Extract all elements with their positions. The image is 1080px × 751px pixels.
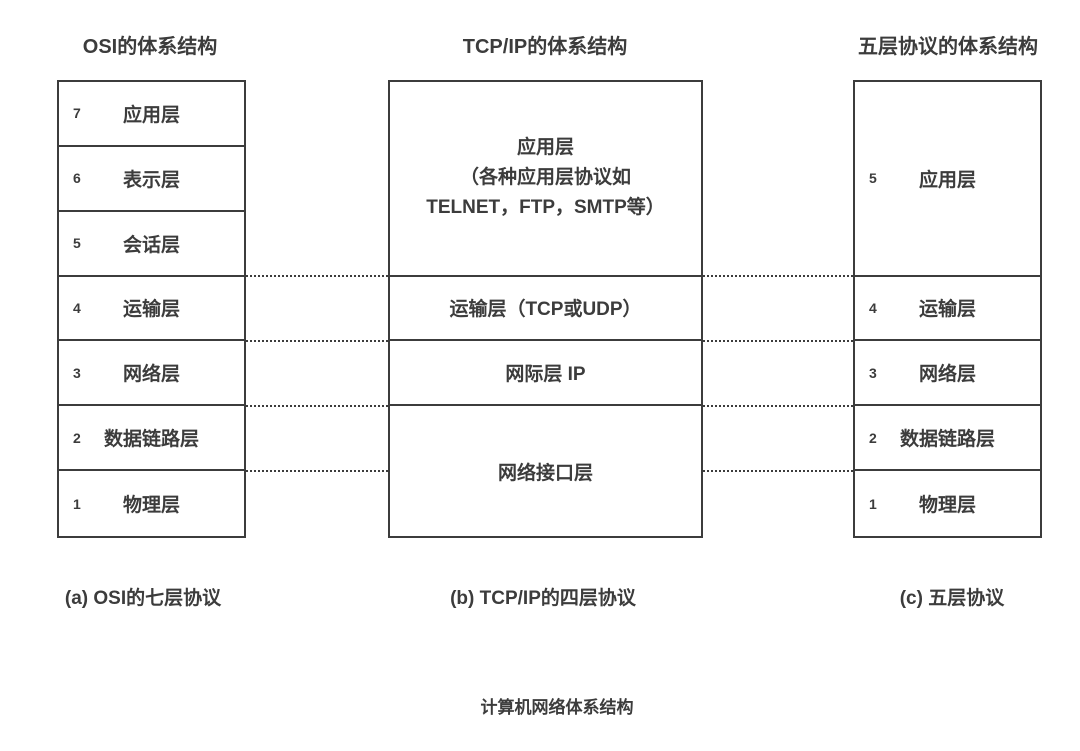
layer-label: 会话层 [122,234,180,256]
layer-number: 2 [73,429,81,446]
layer-label-line-3: TELNET，FTP，SMTP等） [426,197,665,219]
layer-label-line-2: （各种应用层协议如 [459,167,631,189]
connector-dotted-line [703,340,853,342]
five-layer-datalink: 2 数据链路层 [855,406,1040,472]
connector-dotted-line [246,405,388,407]
layer-number: 1 [869,495,877,512]
layer-label: 物理层 [918,495,976,517]
layer-number: 7 [73,105,81,122]
connector-dotted-line [246,275,388,277]
connector-dotted-line [246,470,388,472]
layer-label: 数据链路层 [899,429,995,451]
tcpip-layer-application: 应用层 （各种应用层协议如 TELNET，FTP，SMTP等） [390,82,701,277]
osi-layer-session: 5 会话层 [59,212,244,277]
osi-layer-physical: 1 物理层 [59,471,244,536]
layer-label: 应用层 [122,104,180,126]
layer-number: 4 [869,299,877,316]
tcpip-layer-transport: 运输层（TCP或UDP） [390,277,701,342]
five-layer-caption: (c) 五层协议 [899,588,1005,609]
layer-label: 运输层 [918,299,976,321]
five-layer-physical: 1 物理层 [855,471,1040,536]
five-layer-transport: 4 运输层 [855,277,1040,342]
layer-number: 5 [869,170,877,187]
layer-label: 物理层 [122,495,180,517]
layer-number: 3 [869,364,877,381]
layer-number: 1 [73,495,81,512]
connector-dotted-line [703,405,853,407]
osi-layer-application: 7 应用层 [59,82,244,147]
tcpip-stack-box: 应用层 （各种应用层协议如 TELNET，FTP，SMTP等） 运输层（TCP或… [388,80,703,538]
osi-layer-datalink: 2 数据链路层 [59,406,244,472]
layer-number: 3 [73,364,81,381]
tcpip-column-header: TCP/IP的体系结构 [462,36,628,58]
layer-label: 表示层 [122,169,180,191]
layer-label: 应用层 [918,169,976,191]
layer-number: 4 [73,299,81,316]
layer-label: 网络接口层 [497,462,593,484]
osi-caption: (a) OSI的七层协议 [64,588,222,609]
layer-label: 数据链路层 [103,429,199,451]
connector-dotted-line [246,340,388,342]
layer-label: 应用层 （各种应用层协议如 TELNET，FTP，SMTP等） [426,133,665,223]
connector-dotted-line [703,470,853,472]
osi-layer-presentation: 6 表示层 [59,147,244,212]
five-layer-column-header: 五层协议的体系结构 [858,36,1038,58]
layer-number: 6 [73,170,81,187]
tcpip-layer-network-interface: 网络接口层 [390,406,701,536]
tcpip-caption: (b) TCP/IP的四层协议 [450,588,636,609]
five-layer-stack-box: 5 应用层 4 运输层 3 网络层 2 数据链路层 1 物理层 [853,80,1042,538]
tcpip-layer-internet: 网际层 IP [390,341,701,407]
five-layer-network: 3 网络层 [855,341,1040,407]
osi-layer-transport: 4 运输层 [59,277,244,342]
layer-label: 运输层 [122,299,180,321]
layer-label: 网络层 [122,364,180,386]
layer-label: 运输层（TCP或UDP） [449,299,642,321]
osi-column-header: OSI的体系结构 [82,36,218,58]
osi-stack-box: 7 应用层 6 表示层 5 会话层 4 运输层 3 网络层 2 数据链路层 1 … [57,80,246,538]
layer-number: 2 [869,429,877,446]
five-layer-application: 5 应用层 [855,82,1040,277]
osi-layer-network: 3 网络层 [59,341,244,407]
figure-title: 计算机网络体系结构 [480,698,634,717]
connector-dotted-line [703,275,853,277]
layer-label: 网络层 [918,364,976,386]
layer-label: 网际层 IP [505,364,586,386]
layer-number: 5 [73,235,81,252]
layer-label-line-1: 应用层 [516,137,574,159]
